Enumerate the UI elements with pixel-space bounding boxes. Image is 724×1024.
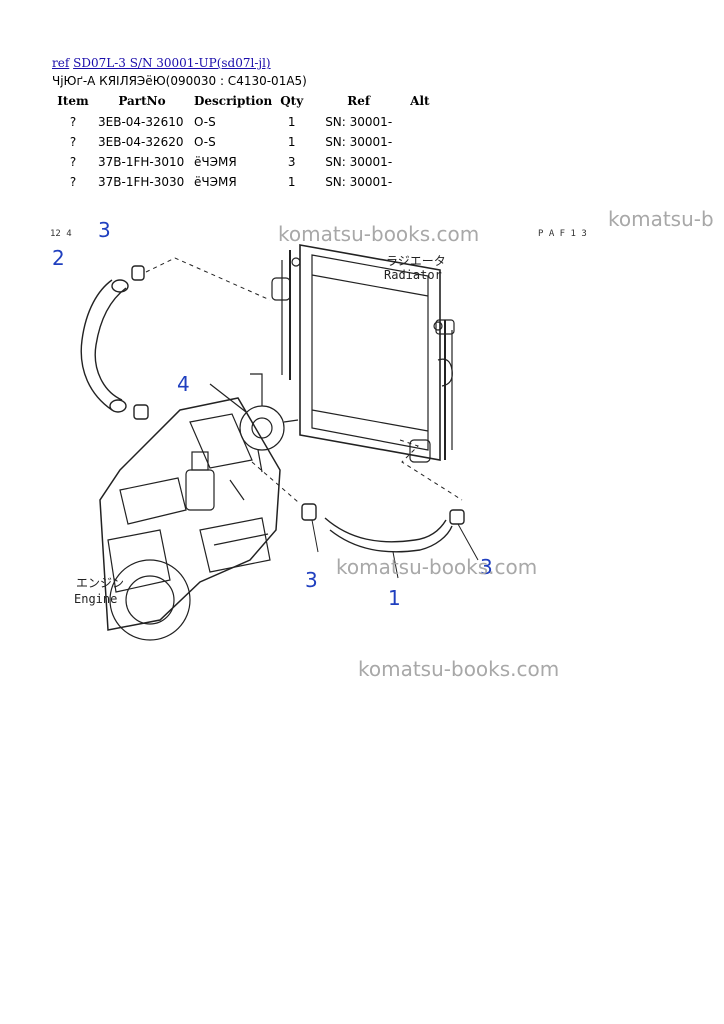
cell-description: ёЧЭМЯ [194, 175, 237, 189]
engine-label-jp: エンジン [76, 576, 125, 590]
lower-hose-drawing [301, 503, 479, 579]
header-item: Item [57, 94, 89, 108]
engine-label-en: Engine [74, 592, 118, 606]
radiator-drawing [271, 244, 455, 463]
nav-links: ref SD07L-3 S/N 30001-UP(sd07l-jl) [52, 56, 271, 70]
cell-partno: 37B-1FH-3010 [98, 155, 185, 169]
cell-partno: 3EB-04-32620 [98, 135, 184, 149]
fan-drawing [209, 373, 299, 473]
header-description: Description [194, 94, 273, 108]
ref-link[interactable]: ref [52, 56, 70, 70]
cell-partno: 3EB-04-32610 [98, 115, 184, 129]
cell-ref: SN: 30001- [325, 175, 393, 189]
cell-partno: 37B-1FH-3030 [98, 175, 185, 189]
cell-item: ? [69, 115, 77, 129]
cell-alt [396, 132, 433, 152]
header-partno: PartNo [118, 94, 166, 108]
watermark-4: komatsu-books.com [358, 657, 560, 681]
table-row: ? 3EB-04-32620 O-S 1 SN: 30001- [52, 132, 434, 152]
cell-ref: SN: 30001- [325, 115, 393, 129]
cell-ref: SN: 30001- [325, 135, 393, 149]
cell-description: O-S [194, 115, 216, 129]
header-ref: Ref [347, 94, 371, 108]
header-alt: Alt [410, 94, 430, 108]
corner-code-right: P A F 1 3 [538, 229, 587, 239]
callout-4: 4 [177, 372, 190, 396]
cell-alt [396, 112, 433, 132]
watermark-3: komatsu-books.com [336, 555, 538, 579]
cell-qty: 1 [287, 135, 296, 149]
table-row: ? 37B-1FH-3010 ёЧЭМЯ 3 SN: 30001- [52, 152, 434, 172]
callout-1: 1 [388, 586, 401, 610]
radiator-label-en: Radiator [384, 268, 442, 282]
upper-hose-drawing [80, 265, 149, 420]
cell-alt [396, 152, 433, 172]
parts-table: Item PartNo Description Qty Ref Alt ? 3E… [52, 92, 434, 192]
leader-lines [145, 257, 463, 503]
cell-description: O-S [194, 135, 216, 149]
cell-item: ? [69, 135, 77, 149]
header-qty: Qty [280, 94, 304, 108]
radiator-label-jp: ラジエータ [386, 254, 446, 268]
cell-item: ? [69, 155, 77, 169]
table-header-row: Item PartNo Description Qty Ref Alt [52, 92, 434, 112]
watermark-1: komatsu-books.com [278, 222, 480, 246]
table-row: ? 37B-1FH-3030 ёЧЭМЯ 1 SN: 30001- [52, 172, 434, 192]
engine-drawing [99, 397, 281, 641]
cell-qty: 3 [287, 155, 296, 169]
parts-diagram: 12 4 P A F 1 3 ラジエータ Radiator エンジン Engin… [0, 200, 724, 660]
model-link[interactable]: SD07L-3 S/N 30001-UP(sd07l-jl) [73, 56, 271, 70]
page-subtitle: ЧјЮґ-А КЯІЛЯЭёЮ(090030 : С4130-01А5) [52, 74, 307, 88]
callout-3-bottom-left: 3 [305, 568, 318, 592]
table-row: ? 3EB-04-32610 O-S 1 SN: 30001- [52, 112, 434, 132]
cell-description: ёЧЭМЯ [194, 155, 237, 169]
watermark-2: komatsu-b [608, 207, 714, 231]
cell-alt [396, 172, 433, 192]
diagram-drawing [80, 244, 479, 641]
cell-ref: SN: 30001- [325, 155, 393, 169]
callout-3-bottom-right: 3 [480, 555, 493, 579]
callout-2: 2 [52, 246, 65, 270]
cell-qty: 1 [287, 115, 296, 129]
cell-item: ? [69, 175, 77, 189]
callout-3-top: 3 [98, 218, 111, 242]
cell-qty: 1 [287, 175, 296, 189]
corner-code-left: 12 4 [50, 229, 72, 239]
